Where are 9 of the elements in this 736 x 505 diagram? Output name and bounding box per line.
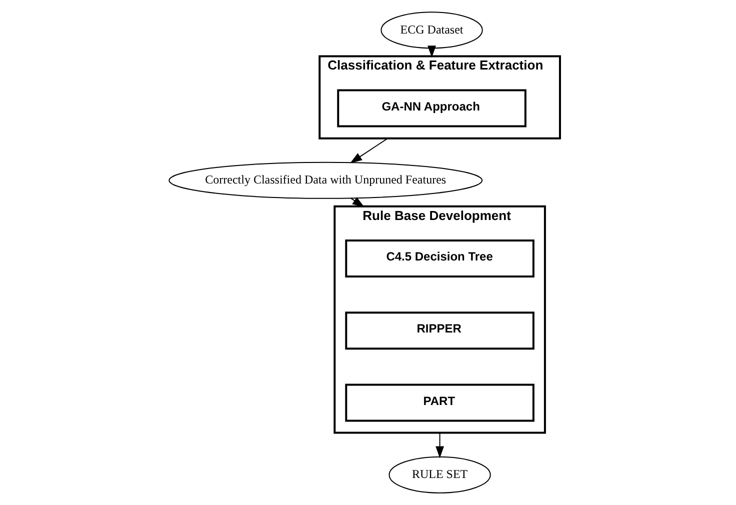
arrow (350, 197, 364, 208)
arrow (350, 138, 388, 164)
node-box: RIPPER (344, 312, 534, 350)
node-box: GA-NN Approach (336, 89, 526, 128)
node-ellipse: RULE SET (388, 456, 490, 494)
arrow (435, 432, 444, 458)
node-box: C4.5 Decision Tree (344, 239, 534, 278)
node-box: PART (344, 384, 534, 422)
node-ellipse: Correctly Classified Data with Unpruned Features (168, 162, 482, 199)
